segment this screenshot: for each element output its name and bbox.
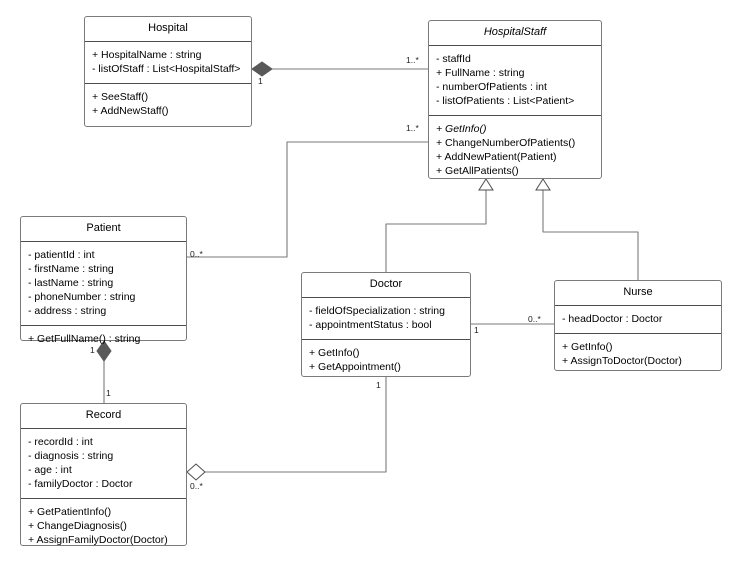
class-box-hospitalstaff[interactable]: HospitalStaff - staffId + FullName : strin…	[428, 20, 602, 179]
attribute-row: - address : string	[28, 305, 107, 317]
attributes-compartment-hospitalstaff: - staffId + FullName : string - numberOfPa…	[429, 46, 601, 115]
attributes-compartment-record: - recordId : int - diagnosis : string - ag…	[21, 429, 186, 498]
multiplicity-label-m-patient-0n: 0..*	[190, 249, 203, 259]
class-box-doctor[interactable]: Doctor- fieldOfSpecialization : string- …	[301, 272, 471, 377]
multiplicity-label-m-nurse-0n: 0..*	[528, 314, 541, 324]
method-row: + GetAllPatients()	[436, 165, 519, 177]
attribute-row: - numberOfPatients : int	[436, 81, 547, 93]
method-row: + GetInfo()	[436, 123, 487, 135]
method-row: + GetInfo()	[562, 341, 613, 353]
attributes-compartment-doctor: - fieldOfSpecialization : string - appoin…	[302, 298, 470, 339]
methods-compartment-hospitalstaff: + GetInfo() + ChangeNumberOfPatients() + A…	[429, 115, 601, 185]
attribute-row: + FullName : string	[436, 67, 525, 79]
method-row: + GetAppointment()	[309, 361, 401, 373]
class-title-hospital: Hospital	[85, 17, 251, 42]
attribute-row: - patientId : int	[28, 249, 95, 261]
method-row: + ChangeNumberOfPatients()	[436, 137, 576, 149]
method-row: + AssignToDoctor(Doctor)	[562, 355, 682, 367]
multiplicity-label-m-hospital-1: 1	[258, 76, 263, 86]
multiplicity-label-m-record-comp-1: 1	[106, 388, 111, 398]
method-row: + ChangeDiagnosis()	[28, 520, 127, 532]
attributes-compartment-hospital: + HospitalName : string - listOfStaff : L…	[85, 42, 251, 83]
attribute-row: - age : int	[28, 464, 72, 476]
method-row: + AddNewPatient(Patient)	[436, 151, 557, 163]
multiplicity-label-m-patient-comp-1: 1	[90, 345, 95, 355]
attribute-row: - headDoctor : Doctor	[562, 313, 663, 325]
multiplicity-label-m-doctor-bottom-1: 1	[376, 380, 381, 390]
attribute-row: - familyDoctor : Doctor	[28, 478, 133, 490]
method-row: + SeeStaff()	[92, 91, 149, 103]
attribute-row: - diagnosis : string	[28, 450, 114, 462]
method-row: + AddNewStaff()	[92, 105, 169, 117]
class-box-hospital[interactable]: Hospital + HospitalName : string - listOfS…	[84, 16, 252, 127]
multiplicity-label-m-hospitalstaff-1n2: 1..*	[406, 123, 419, 133]
attribute-row: - appointmentStatus : bool	[309, 319, 432, 331]
multiplicity-label-m-record-0n: 0..*	[190, 481, 203, 491]
multiplicity-label-m-hospitalstaff-1n: 1..*	[406, 55, 419, 65]
class-title-hospitalstaff: HospitalStaff	[429, 21, 601, 46]
attribute-row: - staffId	[436, 53, 471, 65]
edge-patient-hospitalstaff	[187, 141, 428, 258]
class-title-patient: Patient	[21, 217, 186, 242]
attribute-row: + HospitalName : string	[92, 49, 202, 61]
method-row: + GetFullName() : string	[28, 333, 141, 345]
attribute-row: - phoneNumber : string	[28, 291, 136, 303]
attribute-row: - recordId : int	[28, 436, 93, 448]
method-row: + GetInfo()	[309, 347, 360, 359]
methods-compartment-patient: + GetFullName() : string	[21, 325, 186, 353]
attribute-row: - fieldOfSpecialization : string	[309, 305, 445, 317]
class-title-doctor: Doctor	[302, 273, 470, 298]
edge-record-doctor	[186, 377, 387, 481]
methods-compartment-hospital: + SeeStaff() + AddNewStaff()	[85, 83, 251, 126]
class-box-record[interactable]: Record - recordId : int - diagnosis : stri…	[20, 403, 187, 546]
methods-compartment-doctor: + GetInfo() + GetAppointment()	[302, 339, 470, 381]
attribute-row: - listOfPatients : List<Patient>	[436, 95, 575, 107]
class-title-record: Record	[21, 404, 186, 429]
attribute-row: - firstName : string	[28, 263, 114, 275]
attribute-row: - listOfStaff : List<HospitalStaff>	[92, 63, 241, 75]
methods-compartment-record: + GetPatientInfo() + ChangeDiagnosis() + A…	[21, 498, 186, 554]
edge-hospital-hospitalstaff	[251, 61, 428, 77]
attributes-compartment-patient: - patientId : int - firstName : string - l…	[21, 242, 186, 325]
class-box-nurse[interactable]: Nurse - headDoctor : Doctor + GetInfo() + A…	[554, 280, 722, 371]
class-box-patient[interactable]: Patient - patientId : int - firstName : st…	[20, 216, 187, 345]
class-title-nurse: Nurse	[555, 281, 721, 306]
method-row: + AssignFamilyDoctor(Doctor)	[28, 534, 168, 546]
methods-compartment-nurse: + GetInfo() + AssignToDoctor(Doctor)	[555, 333, 721, 375]
edge-nurse-hospitalstaff	[535, 178, 639, 280]
multiplicity-label-m-doctor-1: 1	[474, 325, 479, 335]
attributes-compartment-nurse: - headDoctor : Doctor	[555, 306, 721, 333]
edge-doctor-hospitalstaff	[385, 178, 494, 272]
attribute-row: - lastName : string	[28, 277, 114, 289]
method-row: + GetPatientInfo()	[28, 506, 112, 518]
